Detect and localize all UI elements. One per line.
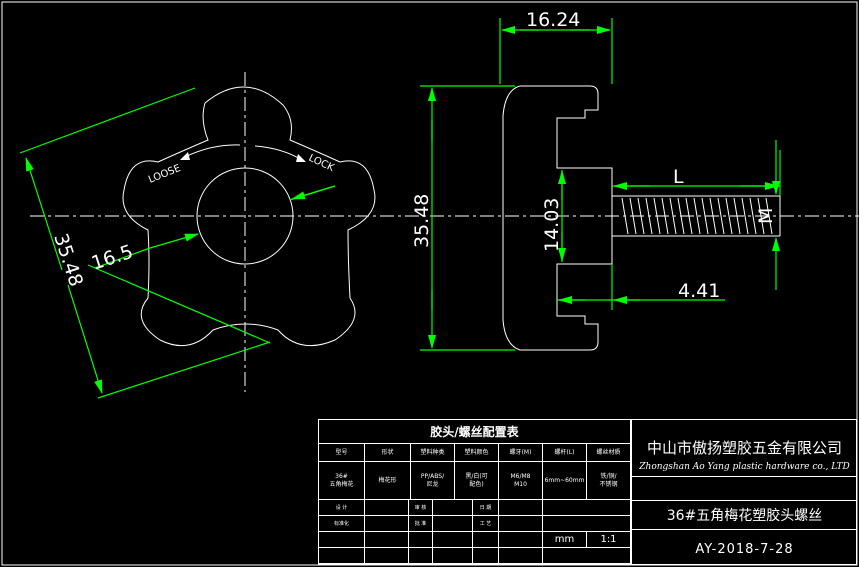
scale-value: 1:1	[587, 532, 631, 548]
row-model: 36# 五角梅花	[319, 462, 365, 500]
knob-side-view: 16.24 35.48 14.03 L M 4.41	[411, 9, 781, 351]
sign-cell	[543, 548, 631, 564]
loose-label: LOOSE	[147, 163, 182, 186]
sign-cell	[365, 532, 409, 548]
hub-height-dim: 14.03	[541, 198, 563, 252]
company-name-cn: 中山市傲扬塑胶五金有限公司	[646, 439, 842, 457]
sign-cell	[319, 532, 365, 548]
sign-cell	[365, 516, 409, 532]
thread-length-dim: L	[673, 166, 684, 188]
sign-cell	[433, 532, 473, 548]
sign-cell	[365, 500, 409, 516]
extension-line	[87, 264, 271, 344]
sign-cell	[409, 548, 433, 564]
header-screw-material: 螺丝材质	[587, 444, 631, 462]
sign-cell	[473, 548, 499, 564]
lock-label: LOCK	[307, 153, 336, 174]
drawing-number: AY-2018-7-28	[695, 541, 794, 557]
row-shape: 梅花形	[365, 462, 411, 500]
sign-cell	[543, 516, 631, 532]
sign-cell	[473, 532, 499, 548]
hole-diameter-dim: 16.5	[89, 241, 136, 275]
loose-arc	[184, 144, 241, 158]
sign-design: 设 计	[319, 500, 365, 516]
sign-cell	[365, 548, 409, 564]
sign-cell	[433, 516, 473, 532]
header-plastic-color: 塑料颜色	[455, 444, 499, 462]
lock-arrow-icon	[296, 154, 306, 162]
title-block: 胶头/螺丝配置表 型号 形状 塑料种类 塑料颜色 螺牙(M) 螺杆(L) 螺丝材…	[318, 419, 857, 565]
config-table: 胶头/螺丝配置表 型号 形状 塑料种类 塑料颜色 螺牙(M) 螺杆(L) 螺丝材…	[319, 420, 631, 564]
header-thread: 螺牙(M)	[499, 444, 543, 462]
sign-cell	[499, 516, 543, 532]
sign-cell	[499, 548, 543, 564]
row-plastic-color: 黑/白(可 配色)	[455, 462, 499, 500]
sign-standard: 标准化	[319, 516, 365, 532]
sign-cell	[409, 532, 433, 548]
sign-cell	[543, 500, 631, 516]
sign-cell	[499, 500, 543, 516]
sign-cell	[499, 532, 543, 548]
header-screw-length: 螺杆(L)	[543, 444, 587, 462]
sign-review: 审 核	[409, 500, 433, 516]
diag-arrow-bottom-icon	[67, 284, 103, 394]
row-plastic-type: PP/ABS/ 尼龙	[411, 462, 455, 500]
row-screw-material: 铁/铜/ 不锈钢	[587, 462, 631, 500]
thread-pattern	[621, 197, 773, 235]
sign-process: 工 艺	[473, 516, 499, 532]
sign-approve: 批 准	[409, 516, 433, 532]
table-title: 胶头/螺丝配置表	[319, 420, 631, 444]
thread-size-dim: M	[755, 208, 777, 224]
row-screw-length: 6mm~60mm	[543, 462, 587, 500]
sign-cell	[433, 548, 473, 564]
company-name-en: Zhongshan Ao Yang plastic hardware co., …	[632, 458, 857, 477]
diameter-leader	[94, 247, 151, 269]
diag-arrow-top-icon	[25, 157, 63, 271]
header-model: 型号	[319, 444, 365, 462]
knob-diagonal-dim: 35.48	[49, 231, 87, 290]
head-height-dim: 35.48	[411, 194, 433, 248]
sign-cell	[433, 500, 473, 516]
extension-line-top	[19, 87, 196, 154]
diameter-arrow-icon	[149, 233, 199, 249]
row-thread: M6/M8 M10	[499, 462, 543, 500]
knob-outline	[122, 86, 376, 347]
shoulder-dim: 4.41	[678, 280, 720, 302]
header-plastic-type: 塑料种类	[411, 444, 455, 462]
product-name: 36#五角梅花塑胶头螺丝	[632, 500, 857, 530]
loose-arrow-icon	[180, 152, 190, 160]
lock-arc	[254, 145, 303, 161]
extension-line-bottom	[97, 341, 271, 399]
company-block: 中山市傲扬塑胶五金有限公司 Zhongshan Ao Yang plastic …	[631, 420, 857, 564]
unit-value: mm	[543, 532, 587, 548]
sign-date: 日 期	[473, 500, 499, 516]
side-head-outline	[502, 85, 613, 351]
head-width-dim: 16.24	[526, 9, 580, 31]
knob-front-view: LOOSE LOCK 16.5 35.48	[19, 72, 859, 399]
header-shape: 形状	[365, 444, 411, 462]
diameter-arrow-right-icon	[291, 185, 336, 200]
sign-cell	[319, 548, 365, 564]
